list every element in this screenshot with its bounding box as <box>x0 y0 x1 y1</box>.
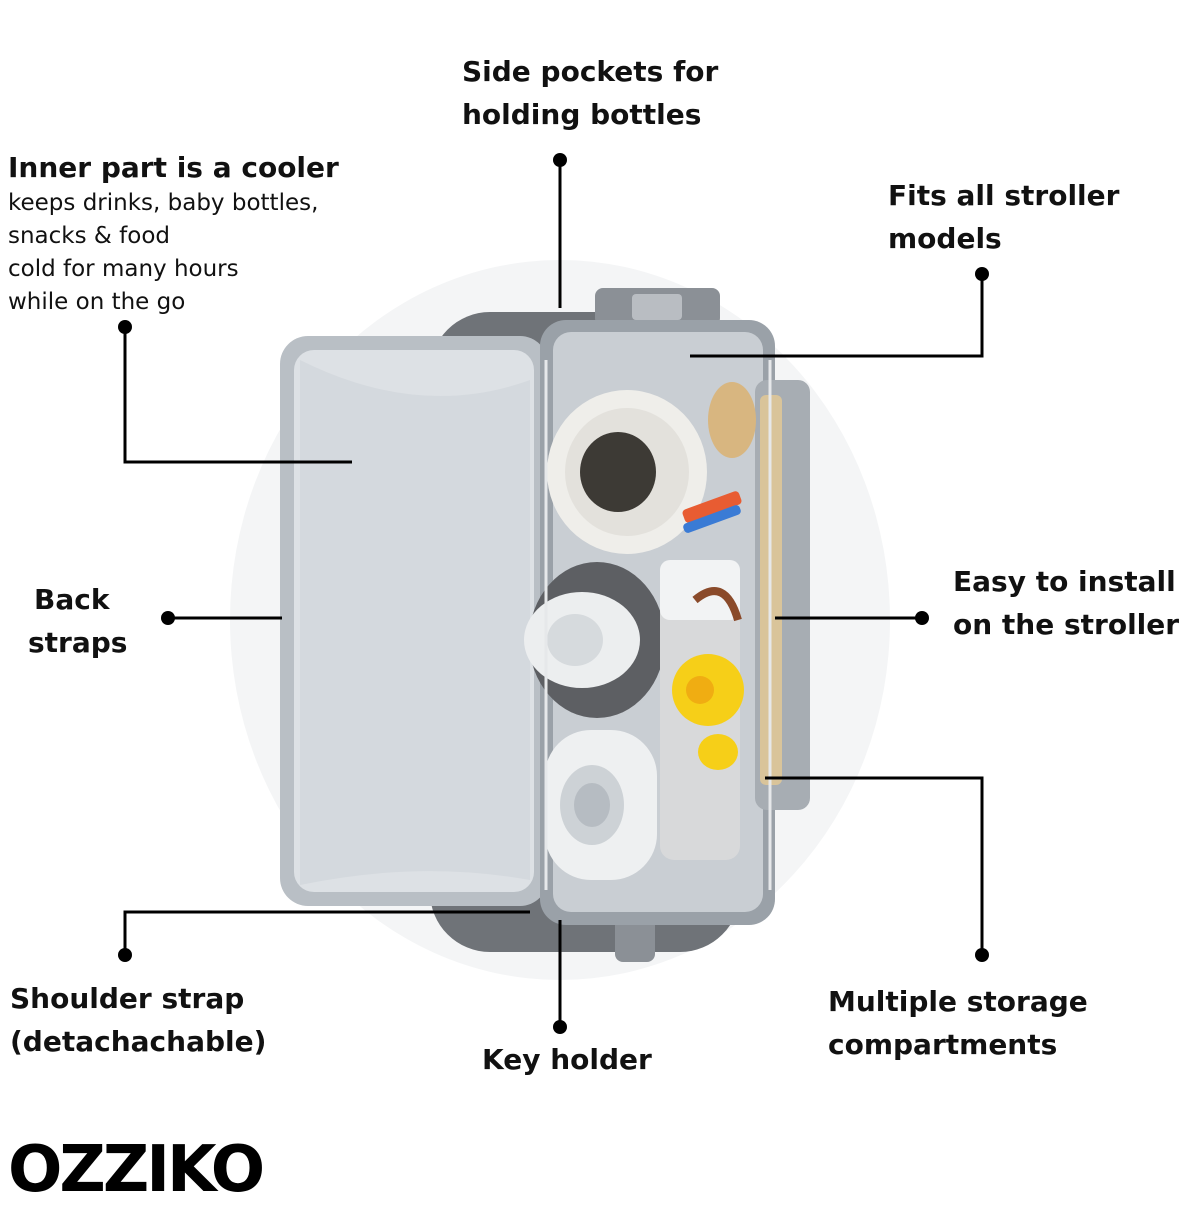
callout-storage-line-1: Multiple storage <box>828 985 1088 1018</box>
callout-easy-install: Easy to install on the stroller <box>953 560 1179 646</box>
callout-back-straps: Back straps <box>28 578 127 664</box>
callout-shoulder-strap-line-2: (detachachable) <box>10 1025 267 1058</box>
dot-back-straps <box>161 611 175 625</box>
callout-easy-install-line-2: on the stroller <box>953 608 1180 641</box>
callout-fits-stroller-line-1: Fits all stroller <box>888 179 1120 212</box>
callout-shoulder-strap: Shoulder strap (detachachable) <box>10 977 266 1063</box>
callout-inner-cooler-line-2: snacks & food <box>8 223 170 249</box>
dot-fits-stroller <box>975 267 989 281</box>
callout-inner-cooler-description: keeps drinks, baby bottles, snacks & foo… <box>8 187 318 319</box>
leader-fits-stroller <box>690 274 984 358</box>
callout-key-holder-line-1: Key holder <box>482 1043 652 1076</box>
callout-storage-line-2: compartments <box>828 1028 1058 1061</box>
callout-inner-cooler-line-4: while on the go <box>8 289 186 315</box>
dot-shoulder-strap <box>118 948 132 962</box>
dot-inner-cooler <box>118 320 132 334</box>
brand-logo: OZZIKO <box>8 1133 265 1207</box>
dot-key-holder <box>553 1020 567 1034</box>
callout-side-pockets: Side pockets for holding bottles <box>462 50 718 136</box>
dot-side-pockets <box>553 153 567 167</box>
callout-side-pockets-line-1: Side pockets for <box>462 55 719 88</box>
leader-storage <box>765 776 984 955</box>
callout-shoulder-strap-line-1: Shoulder strap <box>10 982 245 1015</box>
callout-back-straps-line-1: Back <box>34 583 110 616</box>
callout-storage: Multiple storage compartments <box>828 980 1088 1066</box>
callout-fits-stroller-line-2: models <box>888 222 1002 255</box>
callout-back-straps-line-2: straps <box>28 626 128 659</box>
callout-easy-install-line-1: Easy to install <box>953 565 1176 598</box>
leader-shoulder-strap <box>123 910 530 955</box>
callout-inner-cooler-line-3: cold for many hours <box>8 256 239 282</box>
dot-storage <box>975 948 989 962</box>
callout-side-pockets-line-2: holding bottles <box>462 98 702 131</box>
callout-fits-stroller: Fits all stroller models <box>888 174 1119 260</box>
callout-inner-cooler-line-1: keeps drinks, baby bottles, <box>8 190 319 216</box>
leader-inner-cooler <box>123 327 352 464</box>
callout-key-holder: Key holder <box>482 1038 652 1081</box>
callout-inner-cooler-title: Inner part is a cooler <box>8 151 339 184</box>
dot-easy-install <box>915 611 929 625</box>
